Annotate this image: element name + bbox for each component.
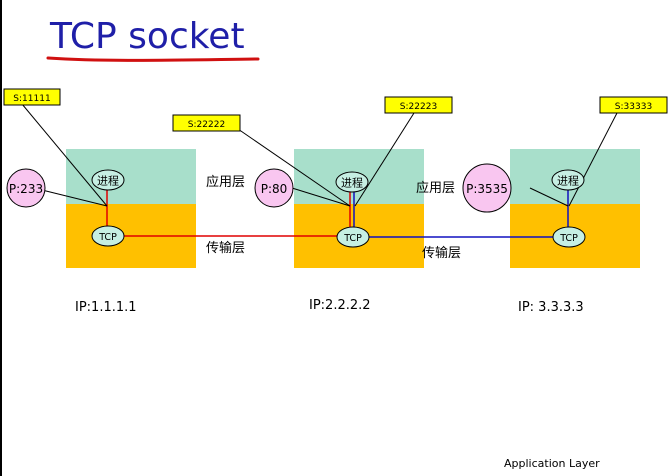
port-3535-label: P:3535 (466, 182, 508, 196)
host-2-ip: IP:2.2.2.2 (309, 298, 371, 313)
socket-22222-pointer (237, 128, 351, 207)
host-2-tcp-bubble: TCP (336, 226, 370, 248)
port-233-bubble: P:233 (6, 168, 46, 208)
transport-layer-label-1: 传输层 (206, 240, 245, 256)
host-1-process-label: 进程 (97, 175, 119, 188)
port-80-bubble: P:80 (254, 168, 294, 208)
host-1-ip: IP:1.1.1.1 (75, 300, 137, 315)
host-3 (510, 149, 640, 268)
socket-11111-label: S:11111 (13, 94, 50, 104)
port-80-label: P:80 (261, 182, 288, 196)
socket-22222-label: S:22222 (188, 120, 225, 130)
host-2-process-bubble: 进程 (335, 171, 369, 193)
socket-22223-box: S:22223 (384, 96, 453, 114)
transport-layer-label-2: 传输层 (422, 245, 461, 261)
port-3535-pointer (529, 187, 569, 207)
host-3-tcp-label: TCP (559, 233, 578, 244)
port-3535-bubble: P:3535 (462, 163, 512, 213)
app-layer-label-2: 应用层 (416, 180, 455, 196)
slide-footer: Application Layer (504, 457, 600, 470)
port-80-pointer (291, 187, 351, 207)
socket-22222-box: S:22222 (172, 114, 241, 132)
slide-left-border (0, 0, 2, 476)
port-233-label: P:233 (9, 182, 43, 196)
host-1-tcp-label: TCP (98, 232, 117, 243)
host-2-tcp-label: TCP (343, 233, 362, 244)
host-1 (66, 149, 196, 268)
port-233-pointer (41, 189, 108, 207)
socket-33333-box: S:33333 (599, 96, 668, 114)
host-3-process-bubble: 进程 (551, 169, 585, 191)
title-underline (46, 56, 260, 62)
host-3-tcp-bubble: TCP (552, 226, 586, 248)
host-3-ip: IP: 3.3.3.3 (518, 300, 584, 315)
socket-33333-pointer (568, 112, 618, 207)
host-1-tcp-bubble: TCP (91, 225, 125, 247)
slide-title: TCP socket (49, 16, 245, 57)
socket-11111-pointer (21, 103, 108, 207)
host-3-process-label: 进程 (557, 175, 579, 188)
socket-22223-pointer (354, 112, 415, 207)
host-2-process-label: 进程 (341, 177, 363, 190)
socket-33333-label: S:33333 (615, 102, 652, 112)
host-1-app-layer (66, 149, 196, 204)
host-1-process-bubble: 进程 (91, 169, 125, 191)
socket-22223-label: S:22223 (400, 102, 437, 112)
host-2 (294, 149, 424, 268)
app-layer-label-1: 应用层 (206, 174, 245, 190)
socket-11111-box: S:11111 (3, 88, 61, 106)
